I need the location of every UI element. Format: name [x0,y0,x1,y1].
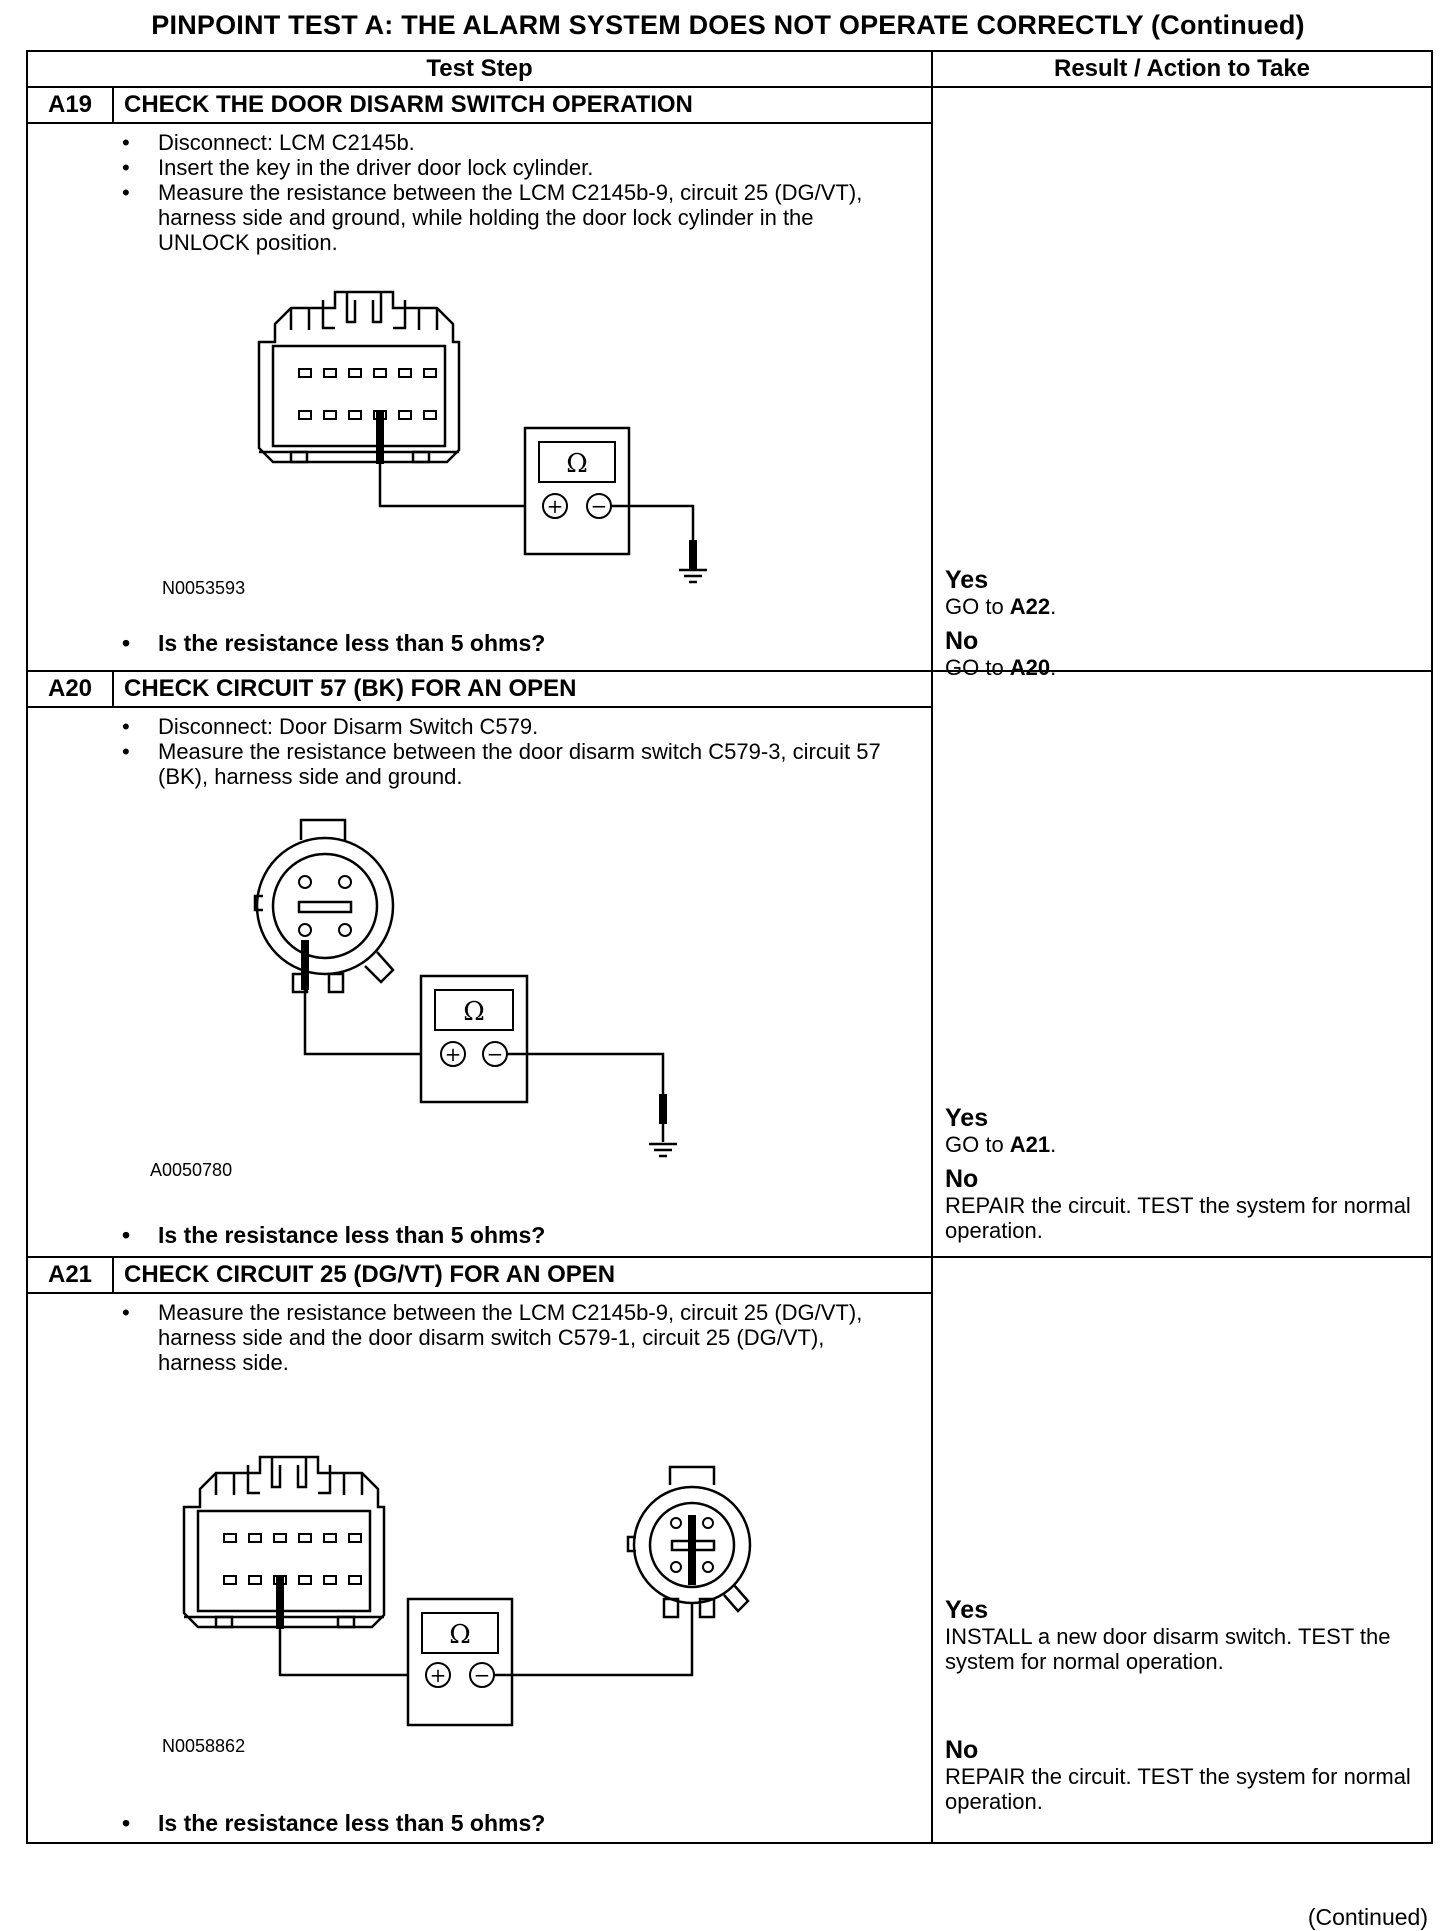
ground-icon [649,1124,677,1158]
door-disarm-switch-connector [253,818,395,994]
step-body: Disconnect: LCM C2145b. Insert the key i… [28,130,931,670]
ohm-symbol: Ω [463,997,485,1027]
svg-text:+: + [430,1663,447,1687]
table-header-row: Test Step Result / Action to Take [26,50,1433,88]
bullet-item: Measure the resistance between the LCM C… [122,1300,931,1375]
yes-label: Yes [945,1596,989,1624]
no-action: REPAIR the circuit. TEST the system for … [945,1764,1411,1814]
ohmmeter: Ω + − [406,1597,514,1727]
lcm-connector [182,1455,386,1629]
test-probe [276,1577,284,1629]
bullet-list: Disconnect: Door Disarm Switch C579. Mea… [28,714,931,789]
yes-label: Yes [945,566,989,594]
bullet-item: Insert the key in the driver door lock c… [122,155,931,180]
bullet-item: Measure the resistance between the door … [122,739,931,789]
test-lead [278,1629,418,1677]
step-title: CHECK THE DOOR DISARM SWITCH OPERATION [124,91,693,118]
test-probe [376,412,384,464]
step-body: Measure the resistance between the LCM C… [28,1300,931,1842]
header-result: Result / Action to Take [931,50,1433,88]
ohm-symbol: Ω [449,1620,471,1650]
lcm-connector-ground-diagram: Ω + − [257,290,697,570]
table-row: A19 CHECK THE DOOR DISARM SWITCH OPERATI… [26,86,1433,680]
continued-note: (Continued) [1307,1904,1428,1930]
bullet-item: Measure the resistance between the LCM C… [122,180,931,255]
svg-text:−: − [487,1042,504,1066]
step-title-bar: A19 CHECK THE DOOR DISARM SWITCH OPERATI… [28,88,931,124]
no-label: No [945,627,979,655]
step-title: CHECK CIRCUIT 57 (BK) FOR AN OPEN [124,675,577,702]
step-id: A19 [28,88,114,122]
step-body: Disconnect: Door Disarm Switch C579. Mea… [28,714,931,1256]
svg-text:+: + [547,494,564,518]
header-test-step: Test Step [26,50,933,88]
question: Is the resistance less than 5 ohms? [122,1810,545,1837]
step-title-bar: A20 CHECK CIRCUIT 57 (BK) FOR AN OPEN [28,672,931,708]
lcm-to-switch-diagram: Ω + − [182,1455,752,1727]
bullet-list: Measure the resistance between the LCM C… [28,1300,931,1375]
lcm-connector [257,290,461,464]
table-row: A21 CHECK CIRCUIT 25 (DG/VT) FOR AN OPEN… [26,1256,1433,1844]
question: Is the resistance less than 5 ohms? [122,1222,545,1249]
svg-text:−: − [474,1663,491,1687]
no-label: No [945,1165,979,1193]
step-title: CHECK CIRCUIT 25 (DG/VT) FOR AN OPEN [124,1261,616,1288]
question: Is the resistance less than 5 ohms? [122,630,545,657]
bullet-item: Disconnect: LCM C2145b. [122,130,931,155]
ohm-symbol: Ω [566,449,588,479]
yes-action: INSTALL a new door disarm switch. TEST t… [945,1624,1391,1674]
no-label: No [945,1736,979,1764]
step-title-bar: A21 CHECK CIRCUIT 25 (DG/VT) FOR AN OPEN [28,1258,931,1294]
ohmmeter: Ω + − [419,974,529,1104]
test-lead [303,990,431,1056]
result-cell: Yes GO to A21. No REPAIR the circuit. TE… [931,670,1433,1258]
no-action: REPAIR the circuit. TEST the system for … [945,1193,1411,1243]
figure-id: A0050780 [150,1160,233,1180]
svg-text:−: − [591,494,608,518]
test-probe [301,940,309,990]
pinpoint-test-table: Test Step Result / Action to Take A19 CH… [26,50,1433,1844]
door-switch-ground-diagram: Ω + − [253,818,667,1124]
yes-label: Yes [945,1104,989,1132]
ground-icon [679,550,707,584]
figure-id: N0058862 [162,1736,246,1756]
step-id: A21 [28,1258,114,1292]
result-cell: Yes GO to A22. No GO to A20. [931,86,1433,680]
figure-id: N0053593 [162,578,246,598]
bullet-item: Disconnect: Door Disarm Switch C579. [122,714,931,739]
page-title: PINPOINT TEST A: THE ALARM SYSTEM DOES N… [151,10,1305,40]
yes-action: GO to A22. [945,594,1057,619]
test-lead [378,464,535,508]
yes-action: GO to A21. [945,1132,1057,1157]
svg-text:+: + [445,1042,462,1066]
bullet-list: Disconnect: LCM C2145b. Insert the key i… [28,130,931,255]
result-cell: Yes INSTALL a new door disarm switch. TE… [931,1256,1433,1844]
step-id: A20 [28,672,114,706]
ohmmeter: Ω + − [523,426,631,556]
table-row: A20 CHECK CIRCUIT 57 (BK) FOR AN OPEN Di… [26,670,1433,1258]
